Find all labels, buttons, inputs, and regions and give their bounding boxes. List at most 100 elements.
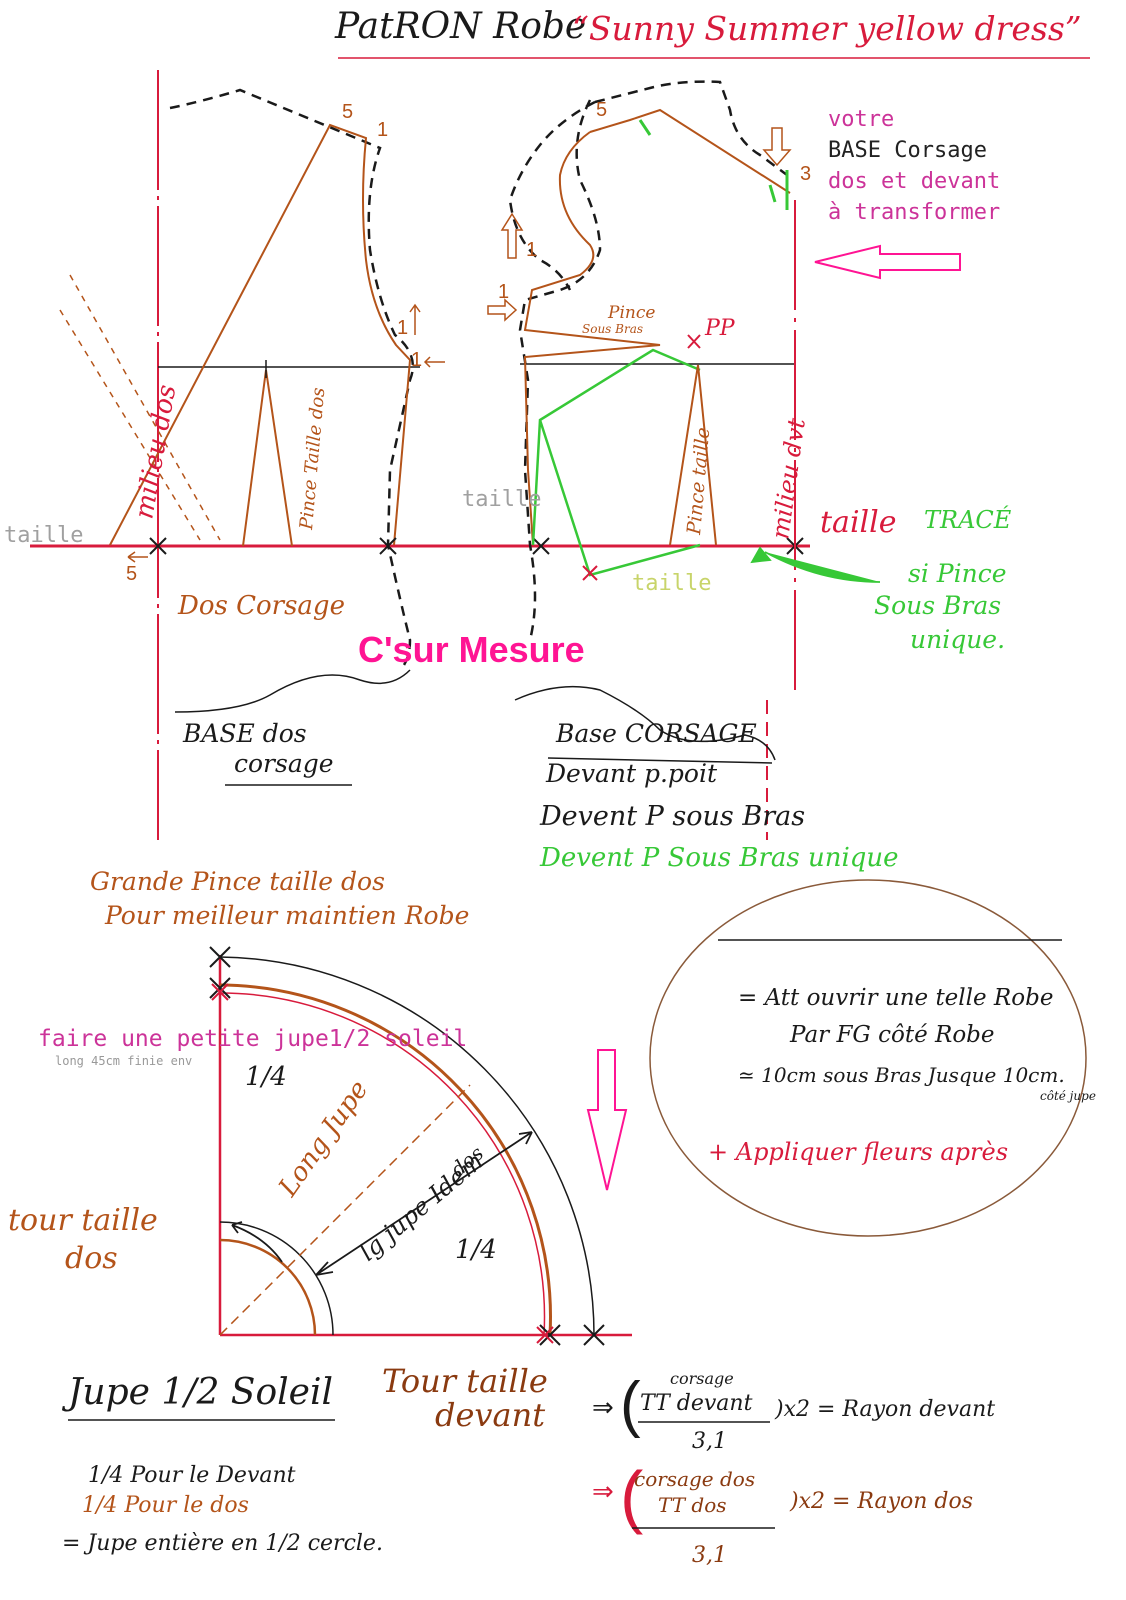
formula1-lparen: ( <box>620 1370 641 1439</box>
label-grande-pince-1: Grande Pince taille dos <box>90 867 385 896</box>
label-base-dos: BASE dos <box>182 719 307 748</box>
title-main: PatRON Robe <box>334 6 586 47</box>
skirt-x-marks <box>209 946 605 1346</box>
label-pp: PP <box>704 316 736 341</box>
label-base-corsage: Base CORSAGE <box>555 719 757 748</box>
skirt-note-2: long 45cm finie env <box>55 1054 192 1068</box>
formula2-rest: )x2 = Rayon dos <box>789 1489 973 1514</box>
label-n1a: 1 <box>377 119 388 141</box>
label-n1e: 1 <box>498 281 509 303</box>
formula1-den: 3,1 <box>692 1429 727 1454</box>
skirt-long-jupe: Long Jupe <box>273 1075 375 1203</box>
skirt-outer-arc-brown <box>219 983 552 1336</box>
note-oval <box>649 879 1087 1237</box>
legend-line-3: = Jupe entière en 1/2 cercle. <box>62 1531 383 1556</box>
skirt-quarter-mid: 1/4 <box>455 1235 497 1265</box>
label-dos-corsage: Dos Corsage <box>177 591 345 621</box>
label-taille-trace: taille <box>820 505 896 540</box>
oval-line-2: Par FG côté Robe <box>789 1022 995 1048</box>
back-dashed-diagonals <box>59 274 221 541</box>
arrow-up-front <box>500 212 524 259</box>
label-n1d: 1 <box>526 239 537 261</box>
legend-line-2: 1/4 Pour le dos <box>82 1493 249 1518</box>
back-wavy-line <box>174 669 411 713</box>
label-unique-green: unique. <box>910 625 1005 654</box>
note-transformer: à transformer <box>828 200 1000 225</box>
front-green-outline <box>531 348 701 577</box>
label-pince-sb-2: Sous Bras <box>582 322 643 336</box>
label-n5b: 5 <box>126 563 137 585</box>
arrow-down-pink <box>586 1049 628 1191</box>
note-base-corsage: BASE Corsage <box>828 138 987 163</box>
formula2-den: 3,1 <box>692 1543 727 1568</box>
watermark: C'sur Mesure <box>358 629 585 670</box>
oval-line-4: + Appliquer fleurs après <box>708 1138 1008 1166</box>
formula2-num1: corsage dos <box>634 1467 755 1491</box>
label-milieu-dvt: milieu dvt <box>766 416 811 541</box>
back-waist-dart <box>242 369 293 547</box>
arrow-right-front <box>487 298 518 322</box>
front-wavy-line <box>514 685 776 761</box>
skirt-outer-arc-black <box>219 956 595 1336</box>
front-green-shoulder-marks <box>638 119 789 210</box>
label-milieu-dos: milieu dos <box>129 382 182 521</box>
skirt-quarter-top: 1/4 <box>245 1062 287 1092</box>
formula1-top: corsage <box>670 1369 734 1388</box>
front-x-pp <box>582 334 701 581</box>
arrow-left-brown-b <box>423 356 445 368</box>
skirt-x-marks-red <box>211 983 554 1344</box>
label-pince-taille: Pince taille <box>683 426 714 536</box>
label-base-dos-corsage: corsage <box>234 749 334 778</box>
label-n1c: 1 <box>411 349 422 371</box>
title-sub: “Sunny Summer yellow dress” <box>572 9 1082 48</box>
oval-line-3: ≃ 10cm sous Bras Jusque 10cm. <box>738 1063 1065 1087</box>
front-brown-outline <box>523 108 791 546</box>
label-sous-bras-green: Sous Bras <box>874 591 1001 620</box>
label-taille-mid: taille <box>462 487 541 512</box>
arrow-down-front <box>762 127 792 167</box>
arrow-green-up <box>750 546 881 583</box>
arrow-up-brown-a <box>409 303 421 335</box>
formula2-lparen: ( <box>620 1457 643 1535</box>
formula1-implies: ⇒ <box>592 1392 614 1422</box>
skirt-note-1: faire une petite jupe1/2 soleil <box>38 1026 467 1052</box>
note-dos-devant: dos et devant <box>828 169 1000 194</box>
skirt-waist-arrow <box>231 1221 283 1263</box>
label-devant-ppoit: Devant p.poit <box>545 759 718 788</box>
skirt-dashed-radius <box>219 1084 471 1336</box>
label-pince-sb-1: Pince <box>607 303 655 323</box>
skirt-title: Jupe 1/2 Soleil <box>61 1372 333 1413</box>
skirt-tour-taille-dos-2: dos <box>65 1241 118 1276</box>
front-waist-dart <box>669 364 717 546</box>
formula2-implies: ⇒ <box>592 1476 614 1506</box>
note-votre: votre <box>828 107 894 132</box>
label-n1b: 1 <box>397 317 408 339</box>
label-taille-left: taille <box>4 523 83 548</box>
skirt-tour-taille-dos-1: tour taille <box>8 1203 158 1238</box>
base-corsage-underline <box>547 757 773 764</box>
formula2-num2: TT dos <box>658 1493 727 1517</box>
label-grande-pince-2: Pour meilleur maintien Robe <box>104 901 469 930</box>
formula1-rest: )x2 = Rayon devant <box>774 1397 995 1422</box>
skirt-width-arrow <box>315 1131 533 1276</box>
label-devent-p-sous-bras-unique: Devent P Sous Bras unique <box>539 843 899 873</box>
label-si-pince: si Pince <box>908 559 1007 588</box>
back-dashed-outline <box>169 88 415 671</box>
label-n5c: 5 <box>596 99 607 121</box>
oval-line-1: = Att ouvrir une telle Robe <box>738 985 1053 1011</box>
label-trace: TRACÉ <box>924 505 1012 534</box>
skirt-outer-arc-red <box>219 992 546 1336</box>
oval-line-3b: côté jupe <box>1040 1089 1096 1103</box>
label-taille-green: taille <box>632 571 711 596</box>
back-brown-outline <box>109 123 412 546</box>
front-dashed-outline <box>508 80 788 641</box>
skirt-inner-arc-brown <box>219 1238 317 1336</box>
formula1-num: TT devant <box>640 1391 753 1416</box>
tour-taille-devant-1: Tour taille <box>382 1362 548 1400</box>
label-n3: 3 <box>800 163 811 185</box>
arrow-left-pink <box>814 244 961 280</box>
label-n5a: 5 <box>342 101 353 123</box>
tour-taille-devant-2: devant <box>435 1396 545 1434</box>
label-pince-taille-dos: Pince Taille dos <box>296 387 329 532</box>
